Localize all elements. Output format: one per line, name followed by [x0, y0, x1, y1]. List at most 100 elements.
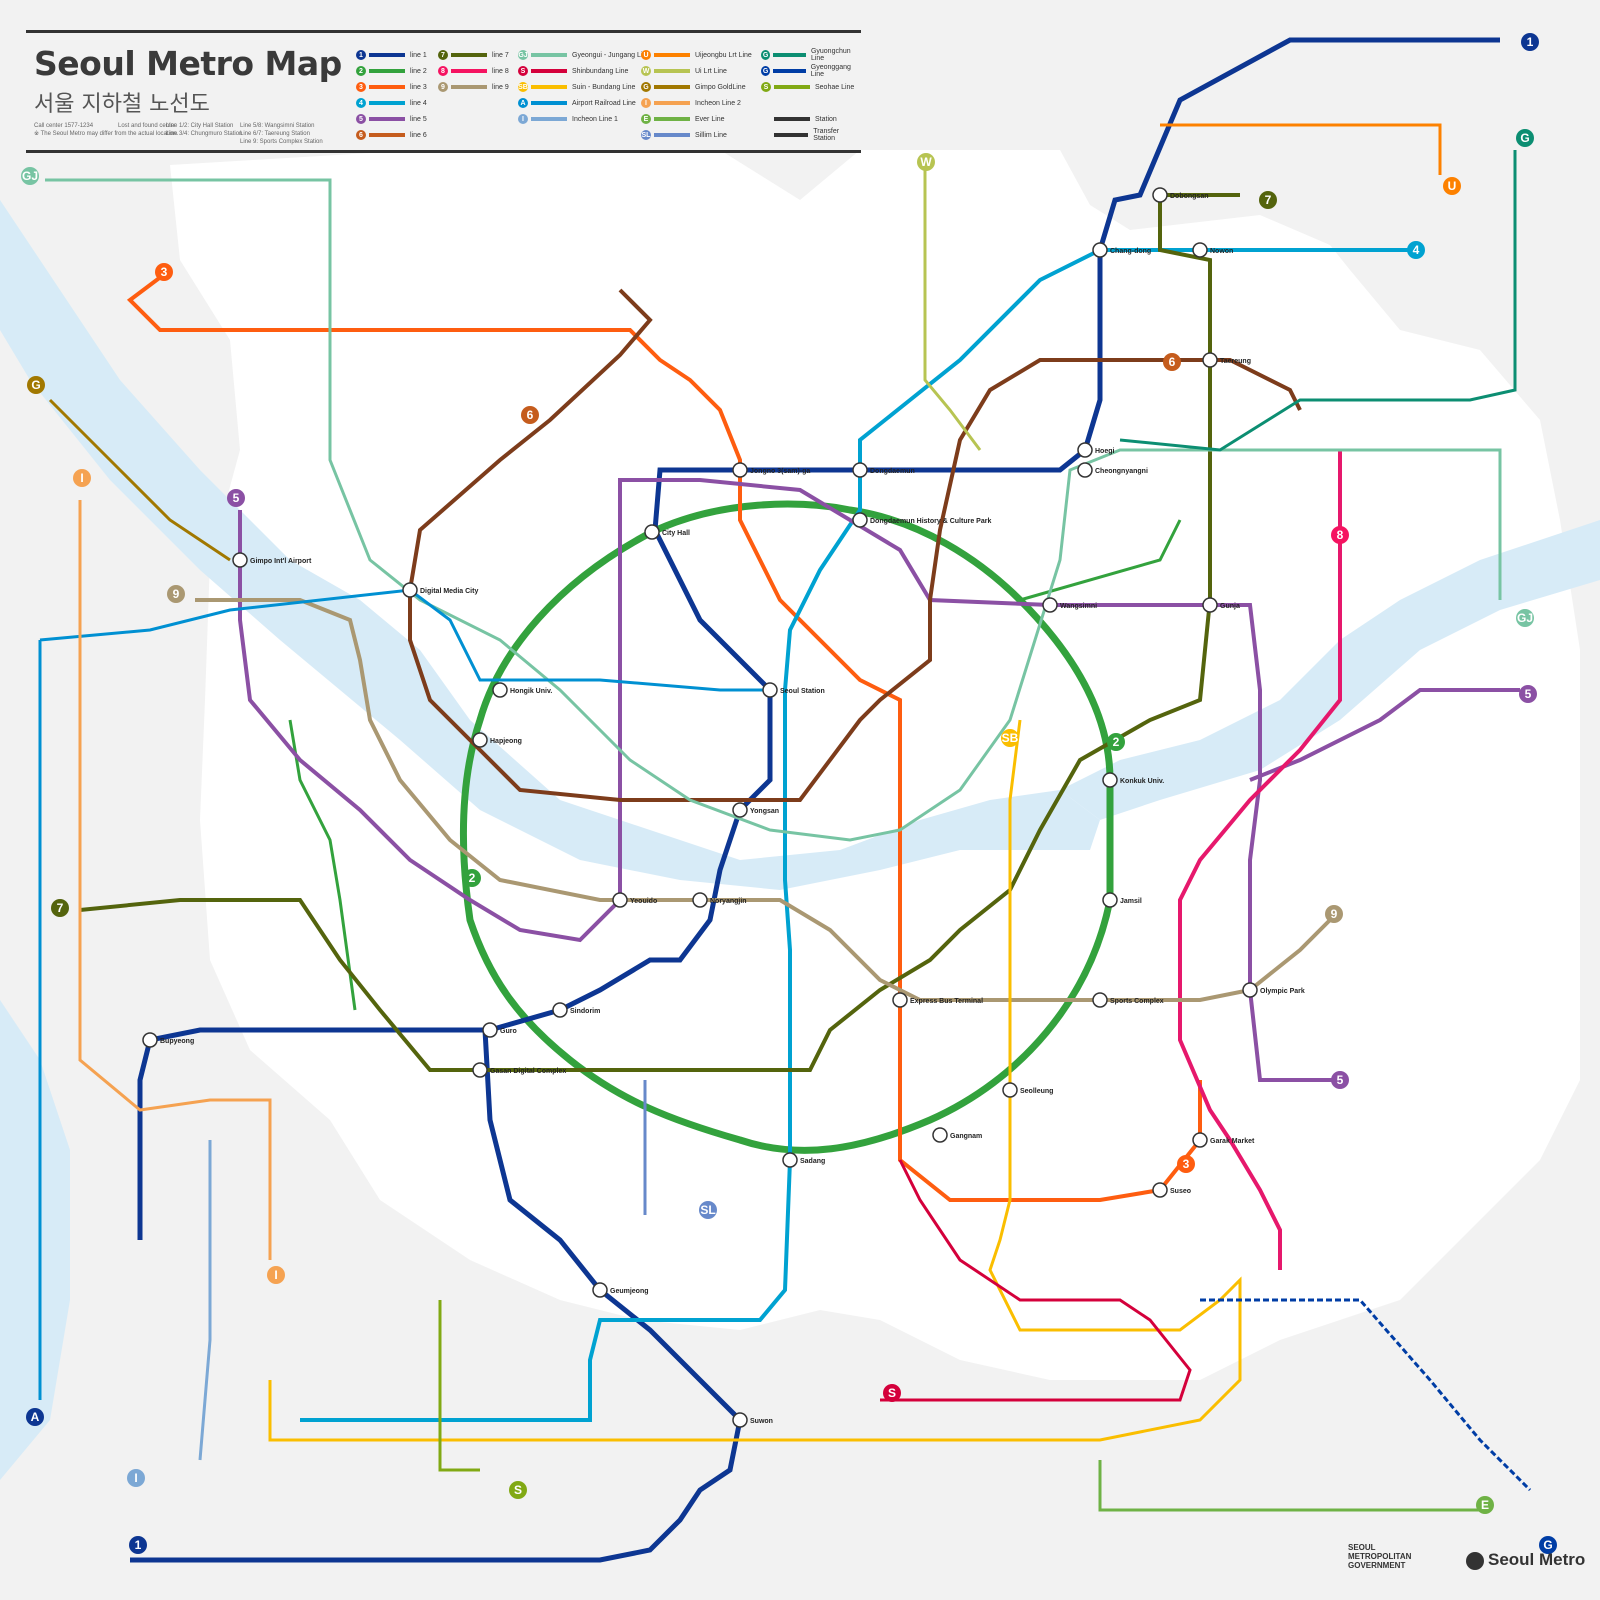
legend-line-swatch: [774, 85, 810, 89]
legend-label: Station: [815, 115, 837, 123]
legend-line-swatch: [369, 117, 405, 121]
line-badge: [1443, 177, 1461, 195]
incheon1-track: [198, 1140, 212, 1461]
gov-logo: SEOUL METROPOLITAN GOVERNMENT: [1348, 1543, 1428, 1570]
transfer-station: [892, 992, 908, 1008]
line-badge-label: 5: [233, 491, 240, 505]
han-river-east: [1060, 520, 1600, 820]
station-label: Yeouido: [630, 898, 657, 905]
legend-label: Gimpo GoldLine: [695, 83, 746, 91]
station-label: Sindorim: [570, 1008, 600, 1015]
line-badge-label: S: [888, 1386, 896, 1400]
line-badge: [1521, 33, 1539, 51]
legend-label: Incheon Line 2: [695, 99, 741, 107]
station-label: Taereung: [1220, 358, 1251, 365]
legend-badge: G: [761, 66, 771, 76]
legend-line-swatch: [773, 53, 806, 57]
legend-line-swatch: [654, 117, 690, 121]
brand-logo-text: Seoul Metro: [1488, 1550, 1586, 1569]
line-badge-label: 8: [1337, 528, 1344, 542]
legend-line-swatch: [369, 133, 405, 137]
line-badge: [883, 1384, 901, 1402]
legend-line-swatch: [369, 101, 405, 105]
line-badge: [1163, 353, 1181, 371]
station-label: Gangnam: [950, 1133, 982, 1140]
transfer-station: [852, 512, 868, 528]
legend-label: line 8: [492, 67, 509, 75]
legend-key-spacer: [761, 114, 771, 124]
call-center-number: 1577-1234: [64, 123, 94, 129]
title-rule: [26, 30, 861, 33]
line-badge: [521, 406, 539, 424]
line-badge-label: 5: [1337, 1073, 1344, 1087]
line-badge-label: W: [920, 155, 932, 169]
shinbundang-track: [880, 1159, 1192, 1402]
line58-info: Line 5/8: Wangsimni Station: [240, 123, 315, 129]
line2-track: [459, 500, 1114, 1154]
lost-found-info: Lost and found center: [118, 123, 177, 129]
transfer-station: [1077, 442, 1093, 458]
legend-badge: 6: [356, 130, 366, 140]
station-label: Dobongsan: [1170, 193, 1209, 200]
station-label: Konkuk Univ.: [1120, 778, 1164, 785]
line-badge: [1259, 191, 1277, 209]
legend-label: line 1: [410, 51, 427, 59]
legend-line-swatch: [369, 85, 405, 89]
line-badge: [26, 1408, 44, 1426]
legend-label: Ui Lrt Line: [695, 67, 727, 75]
transfer-station: [552, 1002, 568, 1018]
line-badge-label: I: [274, 1268, 277, 1282]
line-badge-label: A: [31, 1410, 40, 1424]
legend-line-swatch: [451, 85, 487, 89]
transfer-station: [402, 582, 418, 598]
station-label: Nowon: [1210, 248, 1233, 255]
brand-logo-icon: [1466, 1551, 1484, 1570]
legend-badge: W: [641, 66, 651, 76]
legend-badge: G: [761, 50, 771, 60]
legend-key-spacer: [761, 130, 771, 140]
station-label: Express Bus Terminal: [910, 998, 983, 1005]
legend-label: line 2: [410, 67, 427, 75]
legend-badge: 9: [438, 82, 448, 92]
legend-label: Transfer Station: [813, 128, 840, 142]
line-badge: [1519, 685, 1537, 703]
title-block: Seoul Metro Map 서울 지하철 노선도 Call center 1…: [26, 30, 861, 154]
line3-track: [126, 268, 1202, 1202]
station-label: Gasan Digital Complex: [490, 1068, 566, 1075]
line2-branch-sinjeong: [288, 719, 357, 1011]
line-badge-label: 3: [161, 265, 168, 279]
line-badge-label: 4: [1413, 243, 1420, 257]
line-badge: [127, 1469, 145, 1487]
line-badge: [129, 1536, 147, 1554]
transfer-station: [592, 1282, 608, 1298]
line-badge: [1516, 609, 1534, 627]
line12-info: Line 1/2: City Hall Station: [166, 123, 234, 129]
transfer-station: [782, 1152, 798, 1168]
gj-track: [45, 178, 1502, 842]
transfer-station: [472, 1062, 488, 1078]
line-badge-label: 9: [173, 587, 180, 601]
west-sea: [0, 1000, 70, 1480]
everline-track: [1098, 1460, 1480, 1512]
legend-line-swatch: [654, 53, 690, 57]
legend-label: line 9: [492, 83, 509, 91]
line-badge: [155, 263, 173, 281]
transfer-station: [612, 892, 628, 908]
gov-logo-text: SEOUL METROPOLITAN GOVERNMENT: [1348, 1543, 1412, 1570]
legend-line-swatch: [774, 117, 810, 121]
line-badge-label: S: [514, 1483, 522, 1497]
transfer-station: [732, 462, 748, 478]
legend-label: line 5: [410, 115, 427, 123]
transfer-station: [1042, 597, 1058, 613]
legend-badge: S: [518, 66, 528, 76]
station-label: Suwon: [750, 1418, 773, 1425]
